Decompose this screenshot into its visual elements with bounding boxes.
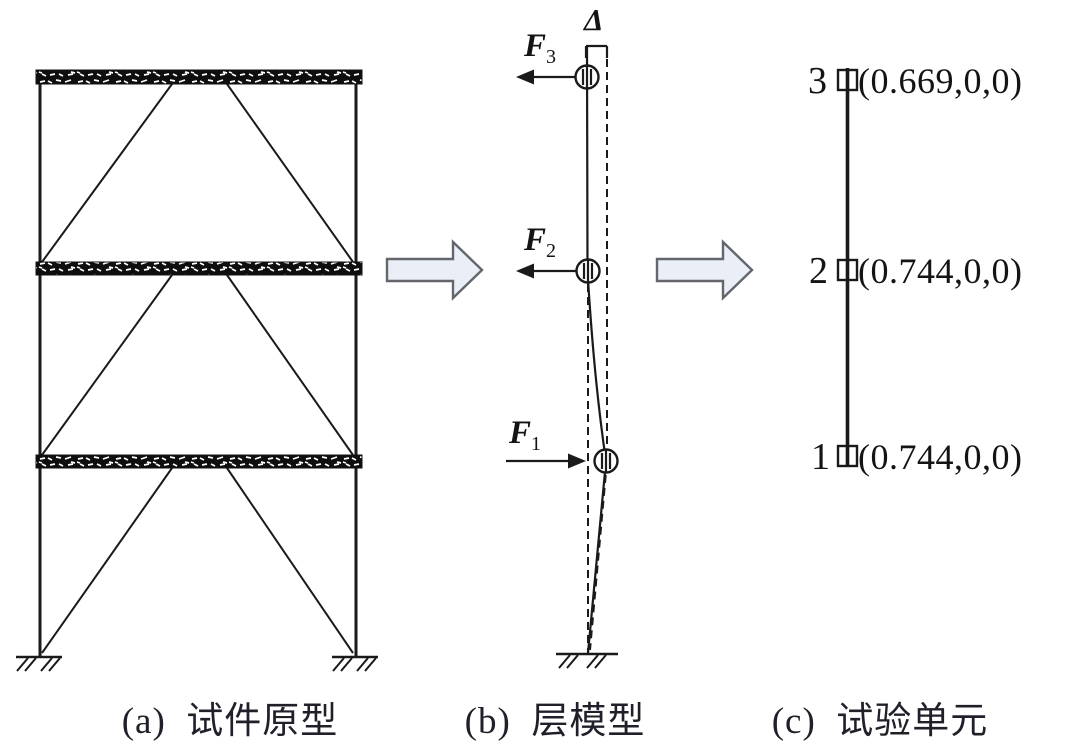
caption-panel-b: (b) 层模型: [464, 701, 646, 742]
force-arrow-f3: [516, 69, 578, 85]
force-f1-subscript: 1: [531, 433, 542, 455]
unit-node-coords-3: (0.669,0,0): [858, 61, 1023, 101]
delta-bracket: [584, 44, 609, 58]
model-support: [556, 652, 618, 669]
test-unit-drawing: [836, 68, 859, 468]
floor-slabs: [35, 69, 363, 469]
mass-node-3: [574, 64, 600, 90]
force-label-f1: F1: [509, 415, 542, 455]
frame-prototype-drawing: [16, 69, 378, 672]
force-arrow-f2: [516, 263, 578, 279]
frame-columns: [38, 70, 358, 657]
unit-node-label-2: 2: [809, 250, 828, 292]
delta-label: Δ: [584, 2, 604, 37]
unit-node-label-3: 3: [808, 60, 827, 102]
unit-node-label-1: 1: [811, 436, 830, 478]
force-f1-symbol: F: [509, 415, 532, 451]
force-f2-symbol: F: [524, 222, 547, 258]
caption-panel-c: (c) 试验单元: [771, 701, 989, 742]
frame-braces: [41, 83, 354, 654]
unit-node-coords-2: (0.744,0,0): [858, 251, 1023, 291]
story-model-drawing: [506, 44, 619, 669]
unit-node-coords-1: (0.744,0,0): [858, 437, 1023, 477]
force-f3-symbol: F: [524, 28, 547, 64]
frame-support-left: [16, 655, 62, 672]
caption-panel-a: (a) 试件原型: [121, 701, 339, 742]
frame-support-right: [332, 655, 378, 672]
force-f3-subscript: 3: [546, 46, 557, 68]
force-arrow-f1: [506, 453, 586, 469]
mass-node-1: [593, 448, 619, 474]
transform-arrow-right-icon-1: [385, 239, 484, 301]
force-f2-subscript: 2: [546, 240, 557, 262]
force-label-f2: F2: [524, 222, 557, 262]
deflected-shape: [585, 45, 608, 654]
transform-arrow-right-icon-2: [655, 239, 754, 301]
force-label-f3: F3: [524, 28, 557, 68]
mass-node-2: [575, 258, 601, 284]
